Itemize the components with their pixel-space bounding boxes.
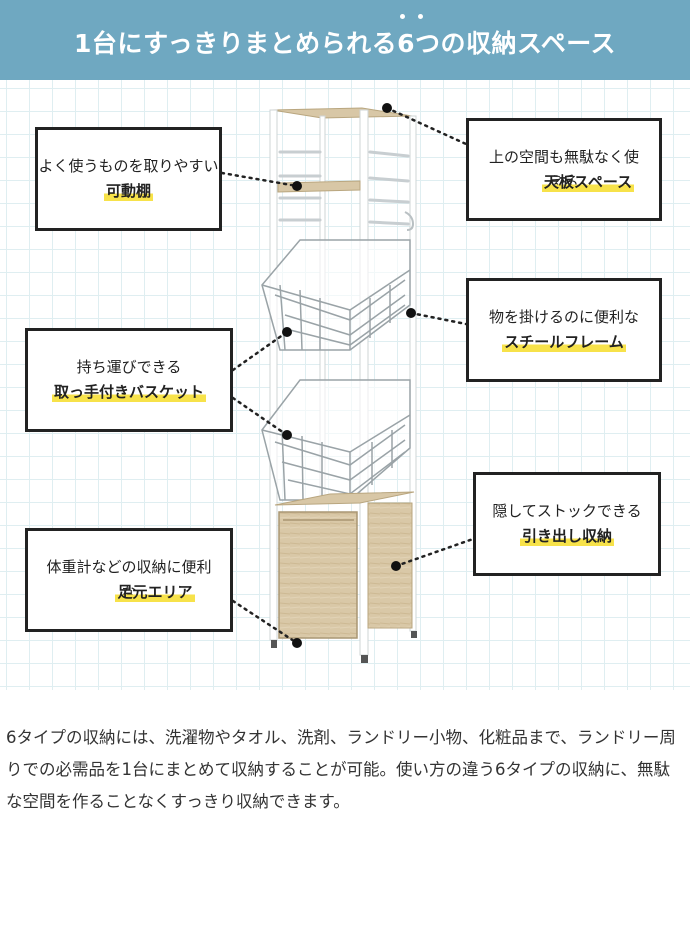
callout-highlight: 引き出し収納 — [519, 524, 614, 549]
header-decoration-dots — [396, 14, 436, 22]
foot — [271, 640, 277, 648]
dot — [418, 14, 423, 19]
callout-top-board: 上の空間も無駄なく使える 天板スペース — [466, 118, 662, 221]
rack-illustration — [220, 103, 475, 663]
callout-text: よく使うものを取りやすい — [38, 157, 219, 175]
cabinet-side — [367, 502, 413, 629]
dot — [400, 14, 405, 19]
callout-text: 持ち運びできる — [76, 358, 182, 376]
callout-highlight: 取っ手付きバスケット — [51, 380, 206, 405]
callout-highlight: 足元エリア — [115, 580, 195, 605]
callout-highlight: 天板スペース — [541, 169, 635, 195]
callout-highlight: スチールフレーム — [502, 330, 626, 355]
foot — [411, 631, 417, 638]
callout-frame: 物を掛けるのに便利な スチールフレーム — [466, 278, 662, 382]
description-text: 6タイプの収納には、洗濯物やタオル、洗剤、ランドリー小物、化粧品まで、ランドリー… — [6, 728, 676, 811]
hook — [404, 211, 415, 231]
cabinet-top — [274, 491, 415, 506]
callout-basket: 持ち運びできる 取っ手付きバスケット — [25, 328, 233, 432]
basket-lower — [261, 379, 411, 501]
callout-movable-shelf: よく使うものを取りやすい 可動棚 — [35, 127, 222, 231]
header-title: 1台にすっきりまとめられる6つの収納スペース — [73, 29, 617, 58]
leader-dots — [282, 103, 416, 648]
foot — [361, 655, 368, 663]
callout-text: 物を掛けるのに便利な — [488, 308, 639, 326]
callout-highlight: 可動棚 — [103, 179, 153, 204]
hanging-rungs — [278, 150, 410, 226]
header-banner: 1台にすっきりまとめられる6つの収納スペース — [0, 0, 690, 80]
callout-foot: 体重計などの収納に便利な 足元エリア — [25, 528, 233, 632]
drawer-front — [278, 511, 358, 639]
basket-upper — [261, 239, 411, 351]
callout-drawer: 隠してストックできる 引き出し収納 — [473, 472, 661, 576]
movable-shelf — [277, 180, 361, 193]
leader-lines — [220, 106, 475, 645]
callout-text: 隠してストックできる — [492, 502, 642, 520]
product-figure: よく使うものを取りやすい 可動棚 上の空間も無駄なく使える 天板スペース 持ち運… — [0, 80, 690, 690]
